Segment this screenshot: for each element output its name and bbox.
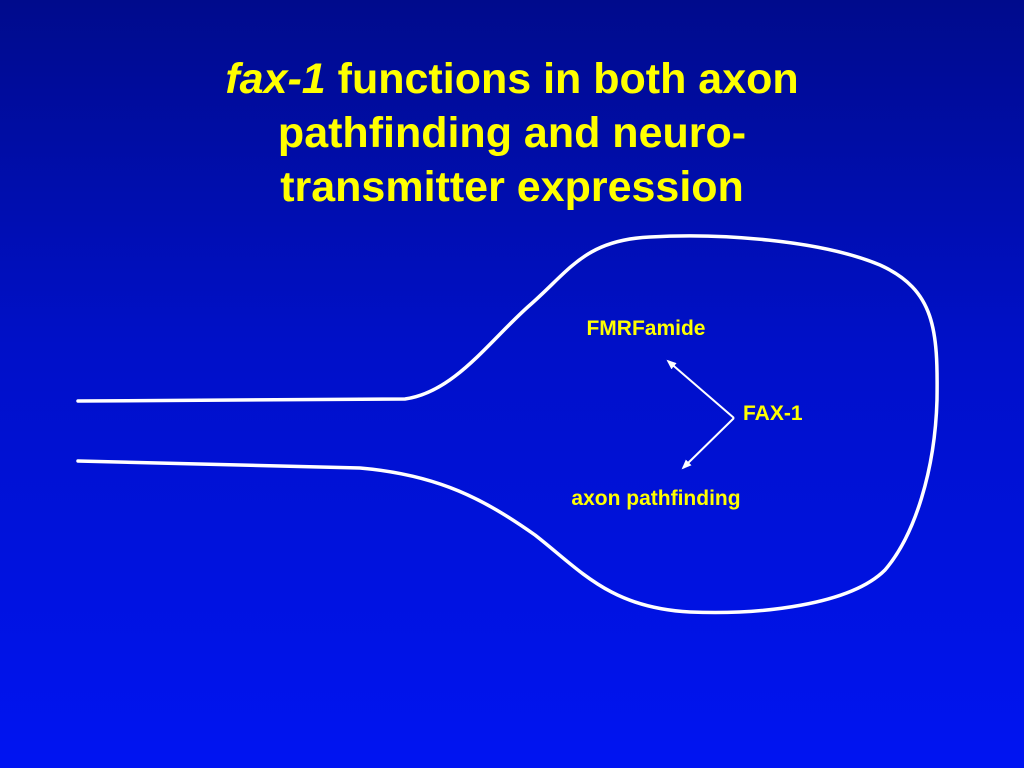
slide-title: fax-1 functions in both axon pathfinding…	[112, 52, 912, 214]
title-line-3: transmitter expression	[280, 163, 744, 211]
label-fmrfamide: FMRFamide	[586, 317, 705, 340]
arrow-to-axon-pathfinding	[681, 417, 735, 470]
label-axon-pathfinding: axon pathfinding	[571, 487, 740, 510]
title-line-2: pathfinding and neuro-	[277, 109, 747, 157]
neuron-outline-upper	[76, 234, 939, 615]
title-gene-name: fax-1	[225, 55, 326, 103]
arrow-to-fmrfamide	[666, 359, 735, 419]
title-line-1: functions in both axon	[337, 55, 799, 103]
label-fax-1: FAX-1	[743, 402, 803, 425]
